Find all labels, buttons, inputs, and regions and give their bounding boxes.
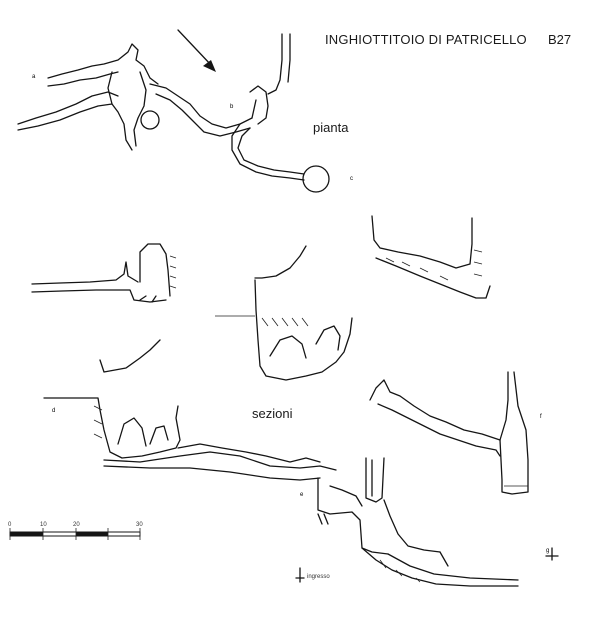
plan-view-label: pianta [313,120,349,135]
right-margin-marker-icon [545,547,559,561]
svg-text:a: a [32,74,36,80]
scale-tick-10: 10 [40,522,47,528]
svg-text:d: d [52,408,55,414]
svg-text:f: f [540,414,542,420]
svg-text:c: c [350,176,353,182]
plan-view-drawing: a b c [17,33,353,193]
section-c-drawing [371,215,491,299]
svg-text:b: b [230,104,234,110]
section-long-profile-drawing: d e f g [43,339,549,587]
scale-tick-0: 0 [8,522,12,528]
section-d-drawing [369,371,529,495]
north-arrow-icon [177,29,216,72]
marker-label: ingresso [307,574,330,580]
svg-text:e: e [300,492,304,498]
sections-view-label: sezioni [252,406,293,421]
section-b-drawing [215,245,353,381]
cave-code: B27 [548,32,572,47]
section-a-drawing [31,243,177,303]
scale-tick-30: 30 [136,522,143,528]
scale-bar [9,528,141,540]
survey-title: INGHIOTTITOIO DI PATRICELLO [325,32,527,47]
datum-marker-icon [295,567,305,583]
svg-text:g: g [546,548,549,554]
scale-tick-20: 20 [73,522,80,528]
